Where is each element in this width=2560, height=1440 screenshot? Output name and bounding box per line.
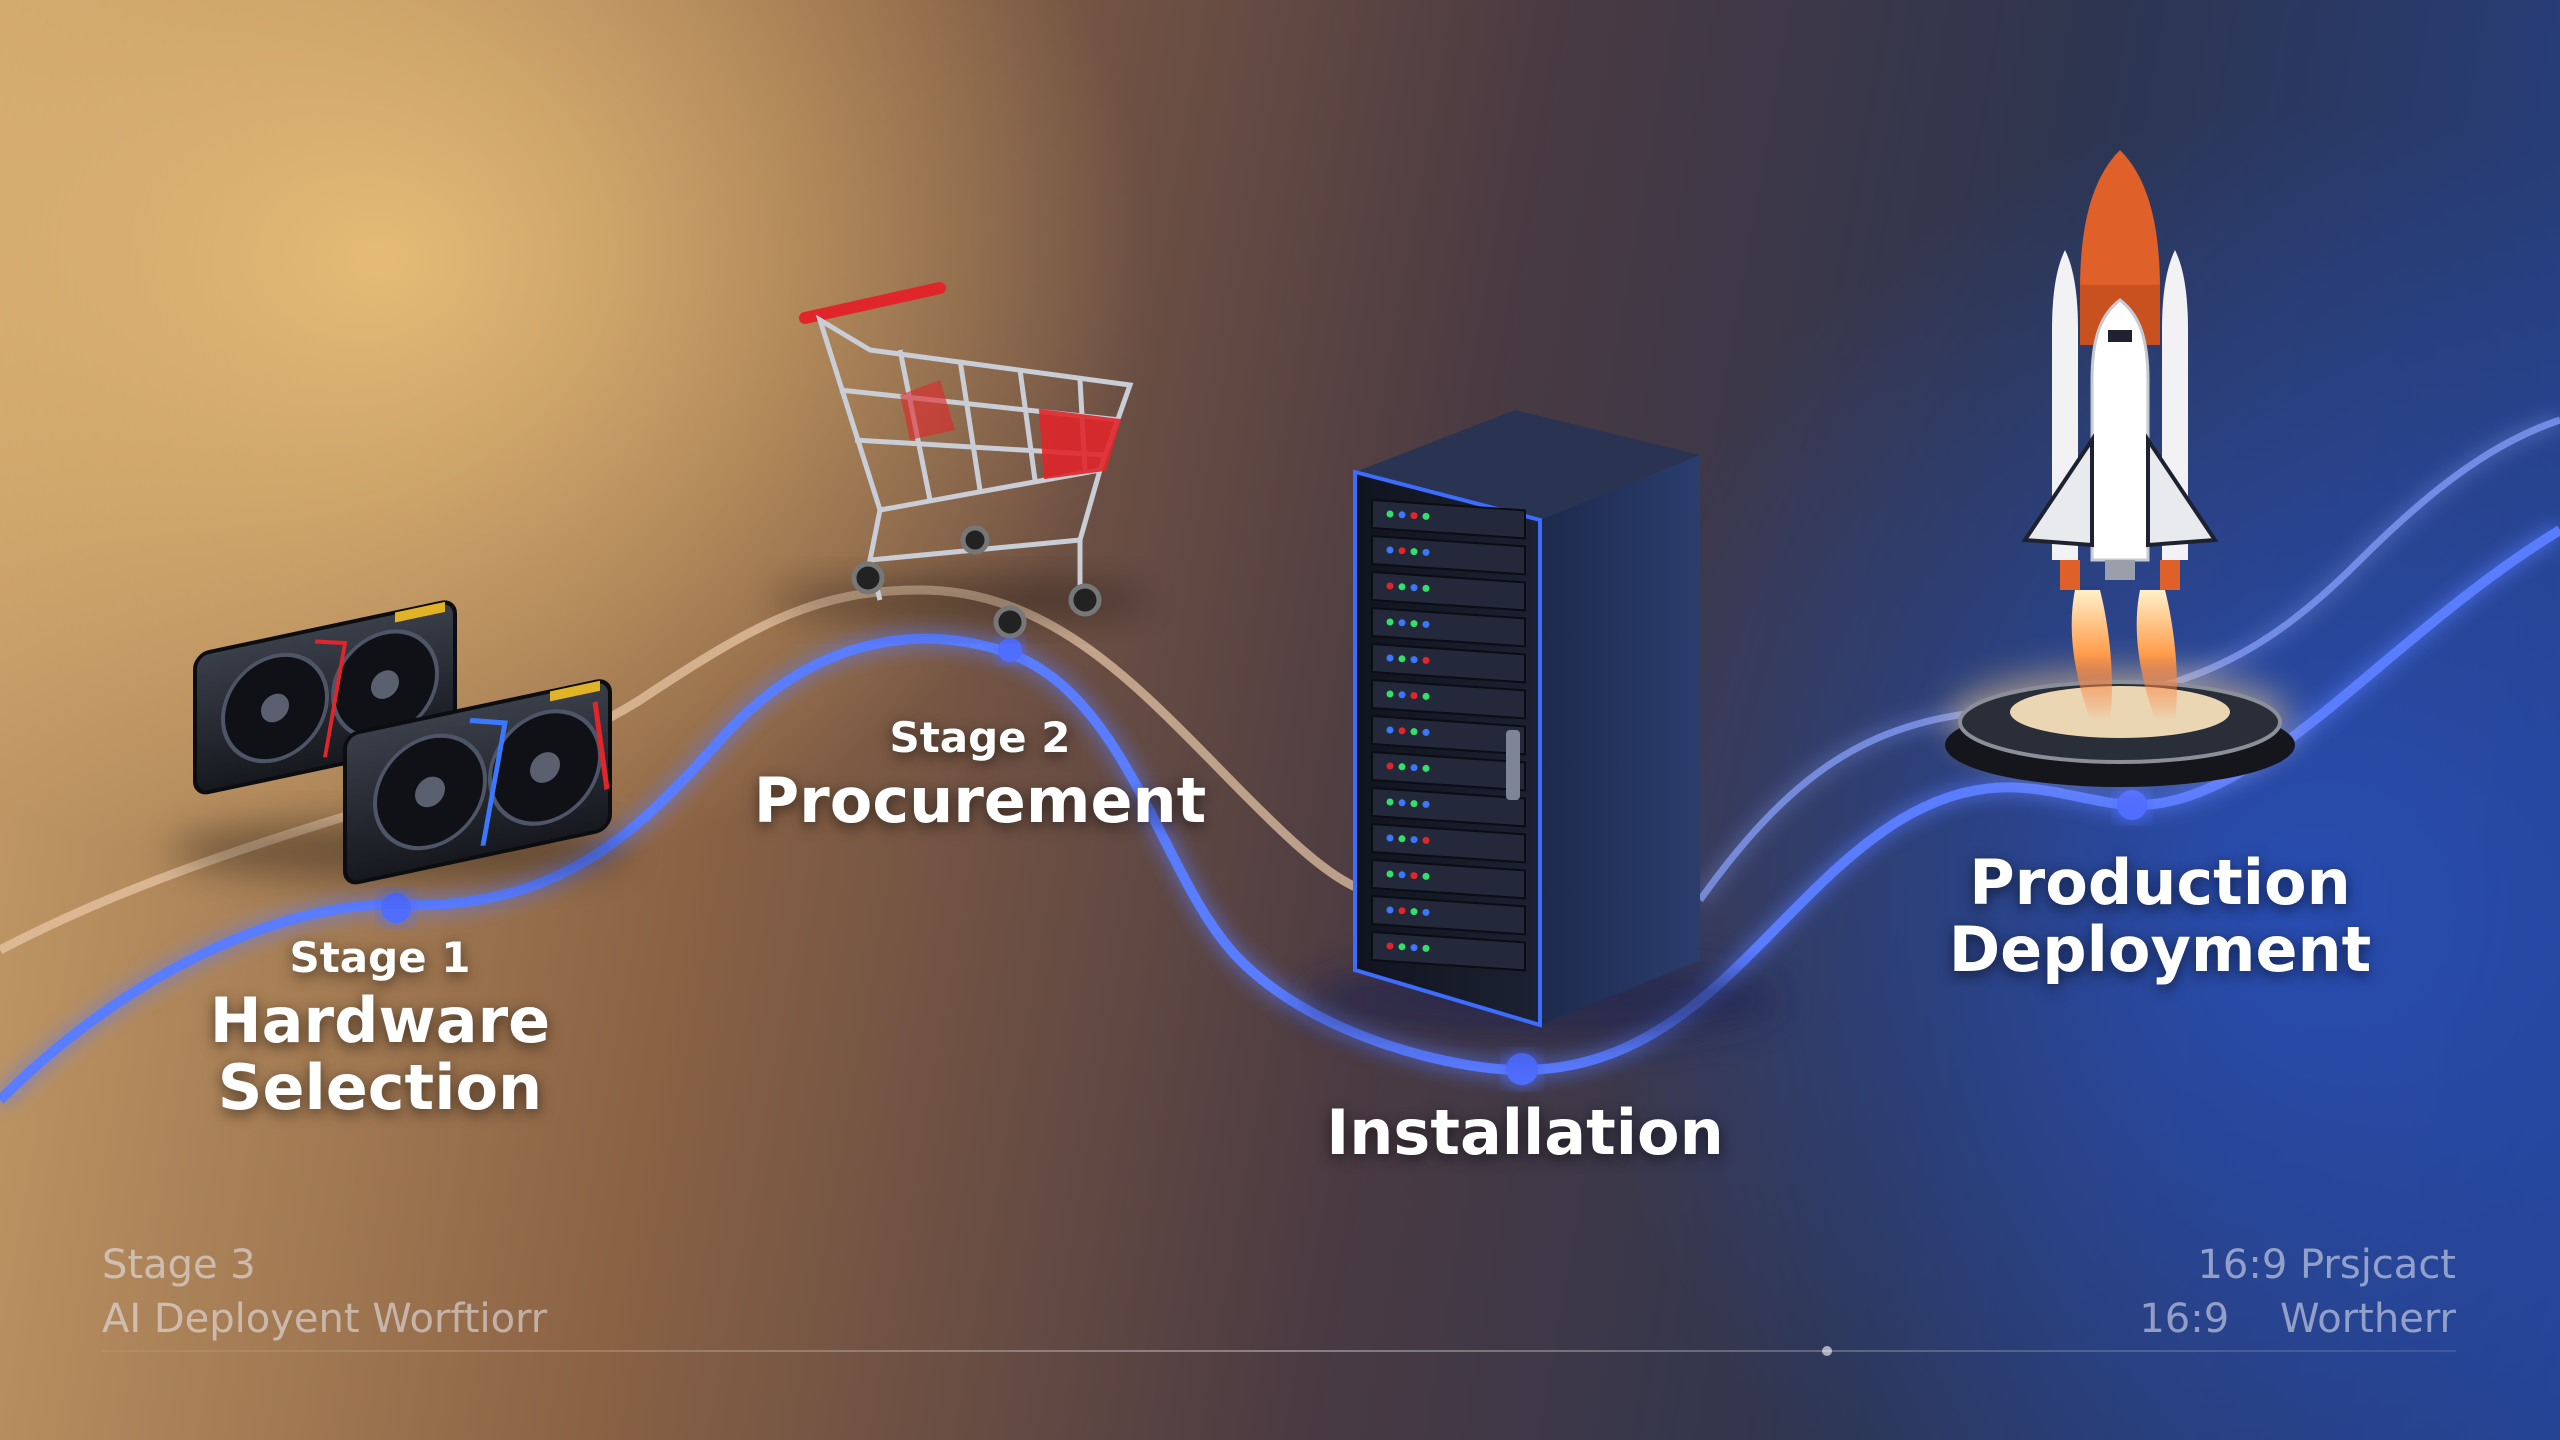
stage-node-4[interactable] xyxy=(2117,790,2147,820)
rack-led xyxy=(1398,763,1406,771)
rack-led xyxy=(1422,908,1430,916)
rack-led xyxy=(1386,834,1394,842)
rack-led xyxy=(1422,944,1430,952)
rack-led xyxy=(1410,872,1418,880)
rack-led xyxy=(1398,619,1406,627)
rack-led xyxy=(1422,836,1430,844)
rack-unit xyxy=(1371,534,1526,576)
rack-unit xyxy=(1371,606,1526,648)
rack-led xyxy=(1386,510,1394,518)
rack-led xyxy=(1422,584,1430,592)
footer-right-line1: 16:9 Prsjcact xyxy=(2197,1242,2456,1288)
rack-led xyxy=(1386,654,1394,662)
stage-1-title-line1: Hardware xyxy=(209,984,551,1058)
rack-led xyxy=(1386,762,1394,770)
rack-led xyxy=(1410,908,1418,916)
rack-led xyxy=(1422,872,1430,880)
rack-led xyxy=(1386,582,1394,590)
rack-led xyxy=(1386,906,1394,914)
rack-led xyxy=(1410,944,1418,952)
rack-led xyxy=(1410,620,1418,628)
rack-unit xyxy=(1371,858,1526,900)
rack-led xyxy=(1398,727,1406,735)
stage-2-label: Stage 2 Procurement xyxy=(720,715,1240,835)
footer-right-line2: 16:9 Wortherr xyxy=(2139,1296,2456,1342)
rack-unit xyxy=(1371,786,1526,828)
rack-led xyxy=(1422,620,1430,628)
workflow-path-front xyxy=(0,525,2560,1104)
stage-4-label: Production Deployment xyxy=(1900,846,2420,986)
rack-led xyxy=(1422,656,1430,664)
rack-led xyxy=(1422,800,1430,808)
rack-led xyxy=(1422,512,1430,520)
rack-unit xyxy=(1371,894,1526,936)
stage-1-label: Stage 1 Hardware Selection xyxy=(170,935,590,1122)
footer-right: 16:9 Prsjcact 16:9 Wortherr xyxy=(2139,1238,2456,1346)
rack-led xyxy=(1398,835,1406,843)
footer-left-line2: AI Deployent Worftiorr xyxy=(102,1296,548,1342)
rack-led xyxy=(1410,800,1418,808)
rack-led xyxy=(1398,907,1406,915)
rack-unit xyxy=(1371,498,1526,540)
rack-led xyxy=(1422,548,1430,556)
rack-led xyxy=(1386,870,1394,878)
rack-led xyxy=(1422,728,1430,736)
rack-unit xyxy=(1371,822,1526,864)
rack-led xyxy=(1422,764,1430,772)
footer-divider-dot xyxy=(1822,1346,1832,1356)
rocket-launch-icon xyxy=(1945,150,2295,787)
stage-3-title: Installation xyxy=(1326,1096,1724,1169)
stage-1-number: Stage 1 xyxy=(289,933,471,982)
rack-led xyxy=(1398,871,1406,879)
rack-led xyxy=(1398,799,1406,807)
stage-2-number: Stage 2 xyxy=(889,713,1071,762)
stage-3-label: Installation xyxy=(1300,1096,1750,1169)
rack-unit xyxy=(1371,678,1526,720)
rack-unit xyxy=(1371,642,1526,684)
rack-unit xyxy=(1371,570,1526,612)
rack-led xyxy=(1410,584,1418,592)
rack-led xyxy=(1410,836,1418,844)
rack-led xyxy=(1398,943,1406,951)
footer-left-line1: Stage 3 xyxy=(102,1242,256,1288)
footer-left: Stage 3 AI Deployent Worftiorr xyxy=(102,1238,547,1346)
rack-led xyxy=(1386,690,1394,698)
stage-4-title-line1: Production xyxy=(1969,846,2351,919)
rack-led xyxy=(1410,692,1418,700)
stage-4-title-line2: Deployment xyxy=(1948,912,2372,986)
rack-led xyxy=(1386,546,1394,554)
rack-led xyxy=(1410,512,1418,520)
rack-led xyxy=(1398,547,1406,555)
rack-led xyxy=(1398,511,1406,519)
rack-led xyxy=(1410,548,1418,556)
stage-node-1[interactable] xyxy=(381,893,411,923)
rack-unit xyxy=(1371,930,1526,972)
rack-led xyxy=(1410,764,1418,772)
rack-led xyxy=(1386,726,1394,734)
rack-units xyxy=(1371,498,1526,972)
rack-led xyxy=(1410,728,1418,736)
rack-led xyxy=(1398,691,1406,699)
rack-unit xyxy=(1371,714,1526,756)
rack-unit xyxy=(1371,750,1526,792)
stage-1-title-line2: Selection xyxy=(217,1051,543,1125)
gpu-cards-icon xyxy=(170,600,630,885)
stage-node-2[interactable] xyxy=(998,638,1022,662)
stage-2-title: Procurement xyxy=(753,764,1207,838)
server-rack-icon xyxy=(1300,410,1780,1040)
rack-led xyxy=(1386,798,1394,806)
rack-led xyxy=(1386,942,1394,950)
shopping-cart-icon xyxy=(770,282,1150,639)
rack-led xyxy=(1410,656,1418,664)
rack-led xyxy=(1386,618,1394,626)
stage-node-3[interactable] xyxy=(1506,1053,1538,1085)
rack-led xyxy=(1398,655,1406,663)
footer-divider xyxy=(102,1350,2456,1352)
rack-led xyxy=(1422,692,1430,700)
rack-led xyxy=(1398,583,1406,591)
